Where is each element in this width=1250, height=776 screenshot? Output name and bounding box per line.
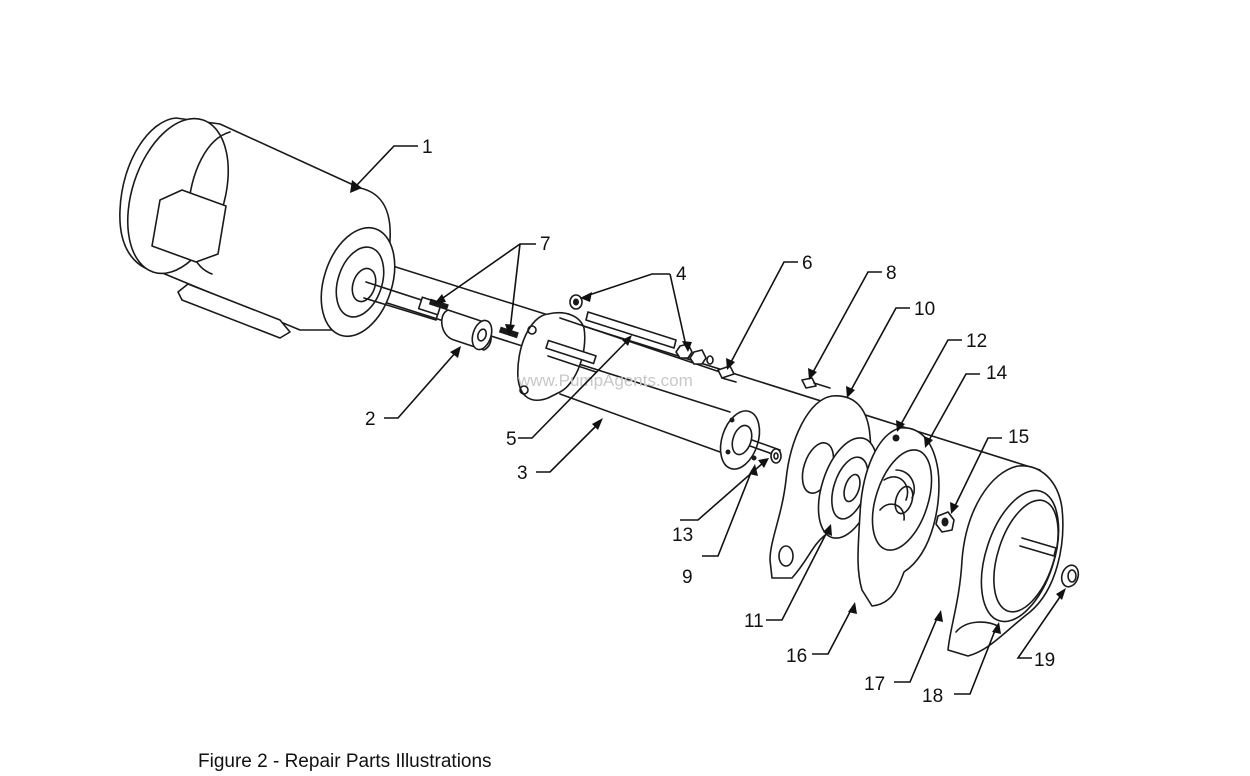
drain-plug (1060, 564, 1080, 588)
mechanical-seal (770, 448, 782, 464)
figure-caption: Figure 2 - Repair Parts Illustrations (198, 751, 492, 772)
impeller (871, 434, 933, 551)
callout-8: 8 (886, 263, 897, 284)
shaft-axis-lines (379, 261, 1041, 471)
screw (717, 365, 737, 383)
callout-14: 14 (986, 363, 1008, 384)
callout-10: 10 (914, 299, 935, 320)
bolt (801, 377, 831, 389)
callout-19: 19 (1034, 650, 1055, 671)
stud (585, 311, 677, 349)
callout-7: 7 (540, 234, 551, 255)
callout-17: 17 (864, 674, 885, 695)
adapter-bracket (517, 312, 721, 453)
callout-11: 11 (744, 611, 764, 632)
motor (119, 117, 443, 339)
callout-4: 4 (676, 264, 687, 285)
leader-lines (350, 145, 1066, 695)
volute-casing (947, 465, 1064, 657)
seal-plate (719, 410, 781, 470)
callout-15: 15 (1008, 427, 1029, 448)
callout-5: 5 (506, 429, 517, 450)
callout-16: 16 (786, 646, 807, 667)
callout-3: 3 (517, 463, 528, 484)
callout-9: 9 (682, 567, 693, 588)
callout-18: 18 (922, 686, 943, 707)
watermark-text: www.PumpAgents.com (517, 371, 693, 390)
callout-12: 12 (966, 331, 987, 352)
callout-1: 1 (422, 137, 433, 158)
callout-2: 2 (365, 409, 376, 430)
callout-6: 6 (802, 253, 813, 274)
callout-labels: 1 2 3 4 5 6 7 8 9 10 11 12 13 14 15 16 1… (365, 137, 1055, 707)
impeller-nut (935, 511, 955, 533)
callout-13: 13 (672, 525, 693, 546)
coupling (441, 309, 493, 351)
